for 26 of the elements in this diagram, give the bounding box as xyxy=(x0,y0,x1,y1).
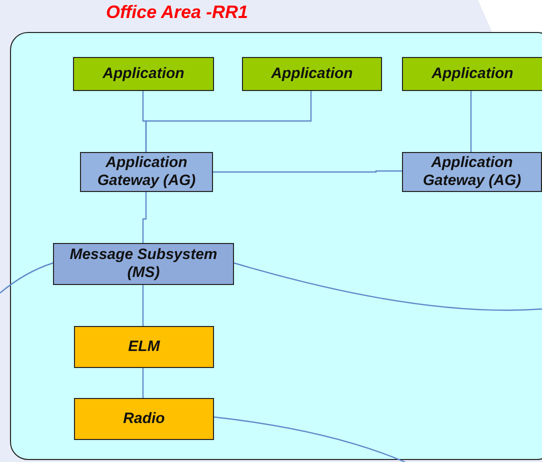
application-box xyxy=(402,57,542,91)
application-box xyxy=(242,57,382,91)
connector-line xyxy=(214,416,406,462)
connector-line xyxy=(142,192,147,243)
connector-line xyxy=(0,262,54,294)
box-label: Application xyxy=(271,65,353,83)
gateway-box xyxy=(402,152,542,192)
connector-line xyxy=(142,285,144,326)
application-box xyxy=(73,57,214,91)
box-label: Application xyxy=(432,65,514,83)
box-label: Message Subsystem (MS) xyxy=(68,246,218,282)
subsystem-box xyxy=(53,243,234,285)
connector-line xyxy=(470,91,472,152)
connector-line xyxy=(213,170,402,173)
box-label: Application Gateway (AG) xyxy=(96,154,197,190)
box-label: Application Gateway (AG) xyxy=(422,154,522,190)
connector-line xyxy=(145,91,312,152)
box-label: Radio xyxy=(123,410,165,428)
area-title: Office Area -RR1 xyxy=(106,3,248,21)
connector-line xyxy=(234,262,542,311)
connector-line xyxy=(142,368,144,398)
component-box xyxy=(74,326,214,368)
gateway-box xyxy=(80,152,213,192)
box-label: ELM xyxy=(128,338,160,356)
box-label: Application xyxy=(102,65,184,83)
component-box xyxy=(74,398,214,440)
